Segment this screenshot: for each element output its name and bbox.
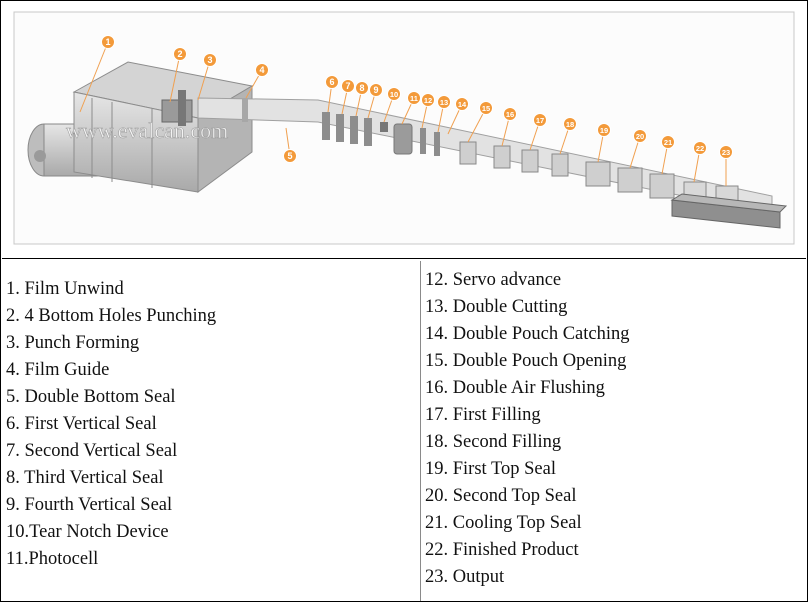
callout-marker-10 [387, 87, 401, 101]
callout-marker-23 [719, 145, 733, 159]
legend-item: 9. Fourth Vertical Seal [6, 495, 173, 515]
film-guide [242, 98, 248, 122]
legend-item: 19. First Top Seal [425, 459, 556, 479]
callout-marker-16 [503, 107, 517, 121]
callout-number: 2 [177, 49, 182, 59]
vertical-seal-stations [322, 112, 440, 156]
callout-marker-9 [369, 83, 383, 97]
callout-marker-22 [693, 141, 707, 155]
callout-number: 14 [458, 100, 467, 109]
callout-number: 13 [440, 98, 448, 107]
legend-item: 23. Output [425, 567, 505, 587]
callout-number: 1 [105, 37, 110, 47]
callout-marker-21 [661, 135, 675, 149]
legend-item: 8. Third Vertical Seal [6, 468, 164, 488]
callout-number: 15 [482, 104, 490, 113]
callout-marker-20 [633, 129, 647, 143]
callout-marker-18 [563, 117, 577, 131]
legend-item: 2. 4 Bottom Holes Punching [6, 306, 217, 326]
callout-marker-1 [101, 35, 115, 49]
callout-marker-3 [203, 53, 217, 67]
legend-item: 10.Tear Notch Device [6, 522, 169, 542]
legend-item: 15. Double Pouch Opening [425, 351, 627, 371]
watermark: www.evalcan.com [66, 118, 228, 143]
callout-marker-5 [283, 149, 297, 163]
legend-item: 1. Film Unwind [6, 279, 124, 299]
callout-marker-11 [407, 91, 421, 105]
callout-leader-2 [169, 53, 181, 103]
legend-item: 21. Cooling Top Seal [425, 513, 582, 533]
callout-marker-2 [173, 47, 187, 61]
callout-number: 22 [696, 144, 704, 153]
callout-marker-17 [533, 113, 547, 127]
legend-table: 1. Film Unwind 2. 4 Bottom Holes Punching… [2, 261, 806, 601]
legend-item: 13. Double Cutting [425, 297, 568, 317]
callout-number: 16 [506, 110, 514, 119]
callout-number: 7 [345, 81, 350, 91]
callout-marker-15 [479, 101, 493, 115]
callout-number: 18 [566, 120, 574, 129]
legend-item: 17. First Filling [425, 405, 541, 425]
callout-marker-4 [255, 63, 269, 77]
legend-item: 5. Double Bottom Seal [6, 387, 176, 407]
callout-number: 21 [664, 138, 672, 147]
callout-marker-7 [341, 79, 355, 93]
callout-number: 3 [207, 55, 212, 65]
callout-number: 6 [329, 77, 334, 87]
callout-number: 10 [390, 90, 398, 99]
callout-number: 9 [373, 85, 378, 95]
legend-item: 16. Double Air Flushing [425, 378, 605, 398]
legend-item: 18. Second Filling [425, 432, 562, 452]
legend-item: 11.Photocell [6, 549, 99, 569]
legend-item: 4. Film Guide [6, 360, 110, 380]
legend-column-right: 12. Servo advance 13. Double Cutting 14. D… [421, 261, 806, 601]
callout-number: 5 [287, 151, 292, 161]
legend-item: 7. Second Vertical Seal [6, 441, 178, 461]
callout-number: 11 [410, 94, 418, 103]
legend-item: 12. Servo advance [425, 270, 562, 290]
callout-number: 4 [259, 65, 264, 75]
callout-marker-8 [355, 81, 369, 95]
callout-number: 20 [636, 132, 644, 141]
output-conveyor [670, 193, 788, 229]
legend-column-left: 1. Film Unwind 2. 4 Bottom Holes Punching… [2, 261, 421, 601]
callout-marker-14 [455, 97, 469, 111]
callout-marker-13 [437, 95, 451, 109]
callout-marker-6 [325, 75, 339, 89]
legend-item: 14. Double Pouch Catching [425, 324, 630, 344]
legend-item: 20. Second Top Seal [425, 486, 577, 506]
callout-number: 8 [359, 83, 364, 93]
callout-number: 12 [424, 96, 432, 105]
callout-marker-19 [597, 123, 611, 137]
callout-number: 19 [600, 126, 608, 135]
legend-item: 6. First Vertical Seal [6, 414, 157, 434]
callout-leader-1 [79, 41, 109, 113]
callout-number: 23 [722, 148, 730, 157]
legend-item: 22. Finished Product [425, 540, 579, 560]
callout-number: 17 [536, 116, 544, 125]
callout-marker-12 [421, 93, 435, 107]
legend-item: 3. Punch Forming [6, 333, 140, 353]
